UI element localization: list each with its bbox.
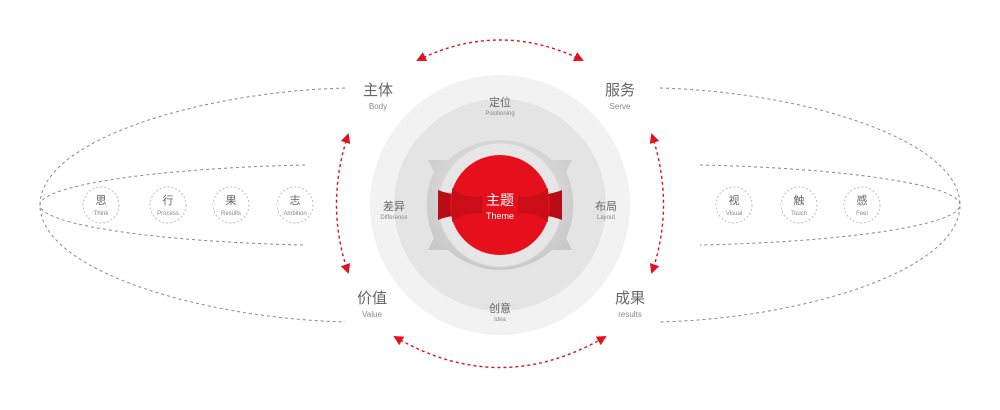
right-item-circle — [780, 186, 818, 224]
left-item-sub: Think — [94, 211, 110, 217]
arrow-group — [335, 39, 665, 369]
right-item-label: 感 — [857, 194, 868, 207]
ring-sub-idea: Idea — [494, 317, 506, 323]
arrow-right — [649, 133, 665, 274]
right-item-label: 视 — [729, 193, 740, 207]
left-item-circle — [212, 186, 250, 224]
ring-label-layout: 布局 — [595, 200, 617, 213]
ring-sub-difference: Difference — [380, 215, 408, 221]
left-item-sub: Ambition — [283, 211, 306, 217]
left-item-label: 行 — [163, 194, 174, 207]
left-item-sub: Process — [157, 211, 179, 217]
right-item-visual: 视 Visual — [715, 186, 753, 224]
left-item-ambition: 志 Ambition — [276, 186, 314, 224]
right-item-label: 触 — [794, 193, 805, 207]
center-label: 主题 — [486, 193, 514, 209]
left-ellipse-group — [39, 87, 346, 323]
left-item-results: 果 Results — [212, 186, 250, 224]
left-item-label: 思 — [96, 194, 107, 207]
right-item-sub: Visual — [726, 211, 742, 217]
right-item-feel: 感 Feel — [843, 186, 881, 224]
right-item-sub: Feel — [856, 211, 868, 217]
arrow-bottom — [393, 336, 607, 369]
arrow-left — [335, 133, 351, 274]
right-item-touch: 触 Touch — [780, 186, 818, 224]
left-item-circle — [276, 186, 314, 224]
center-ribbon-left — [452, 188, 482, 222]
arrow-top — [416, 39, 584, 61]
ring-sub-layout: Layout — [597, 215, 615, 221]
left-ellipse-outer — [39, 87, 346, 323]
left-item-circle — [82, 186, 120, 224]
right-item-circle — [843, 186, 881, 224]
corner-label-value: 价值 — [357, 289, 387, 307]
left-item-circle — [149, 186, 187, 224]
ring-sub-positioning: Positioning — [485, 111, 514, 117]
corner-sub-serve: Serve — [610, 102, 631, 111]
left-item-process: 行 Process — [149, 186, 187, 224]
corner-sub-value: Value — [362, 310, 382, 319]
ring-label-positioning: 定位 — [489, 95, 511, 109]
left-item-label: 志 — [290, 194, 301, 207]
left-item-sub: Results — [221, 211, 241, 217]
corner-label-serve: 服务 — [605, 81, 635, 99]
left-item-label: 果 — [226, 194, 237, 207]
ring-label-difference: 差异 — [383, 199, 405, 213]
center-sub: Theme — [486, 211, 514, 221]
ring-label-idea: 创意 — [489, 301, 511, 315]
right-item-circle — [715, 186, 753, 224]
left-items: 思 Think 行 Process 果 Results 志 Ambition — [82, 186, 314, 224]
center-ribbon-right — [518, 188, 548, 222]
left-ellipse-inner — [39, 164, 306, 246]
corner-sub-body: Body — [369, 102, 387, 111]
corner-label-body: 主体 — [363, 81, 393, 99]
right-items: 视 Visual 触 Touch 感 Feel — [715, 186, 881, 224]
right-item-sub: Touch — [791, 211, 807, 217]
corner-label-results: 成果 — [615, 289, 645, 307]
right-ellipse-group — [659, 87, 961, 323]
corner-sub-results: results — [618, 310, 642, 319]
right-ellipse-inner — [699, 164, 961, 246]
left-item-think: 思 Think — [82, 186, 120, 224]
center-circle — [450, 155, 550, 255]
